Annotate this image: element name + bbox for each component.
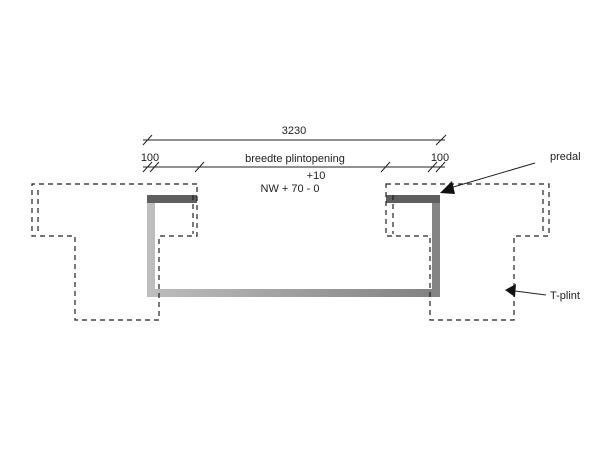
left-margin-label: 100 [141, 152, 159, 164]
right-predal-bar [386, 195, 440, 203]
predal-arrow [440, 162, 536, 194]
tolerance-plus-label: +10 [307, 170, 326, 182]
left-predal-bar [147, 195, 197, 203]
tolerance-formula-label: NW + 70 - 0 [261, 183, 320, 195]
left-t-plint-outline [31, 183, 198, 321]
channel-profile [147, 195, 440, 297]
total-dimension-line [142, 134, 447, 146]
t-plint-label: T-plint [550, 290, 580, 302]
total-dimension-label: 3230 [282, 125, 306, 137]
opening-dimension-line [142, 161, 446, 173]
predal-label: predal [550, 151, 581, 163]
right-margin-label: 100 [431, 152, 449, 164]
t-plint-arrow [505, 284, 547, 297]
opening-label: breedte plintopening [245, 153, 345, 165]
right-t-plint-outline [385, 183, 550, 321]
